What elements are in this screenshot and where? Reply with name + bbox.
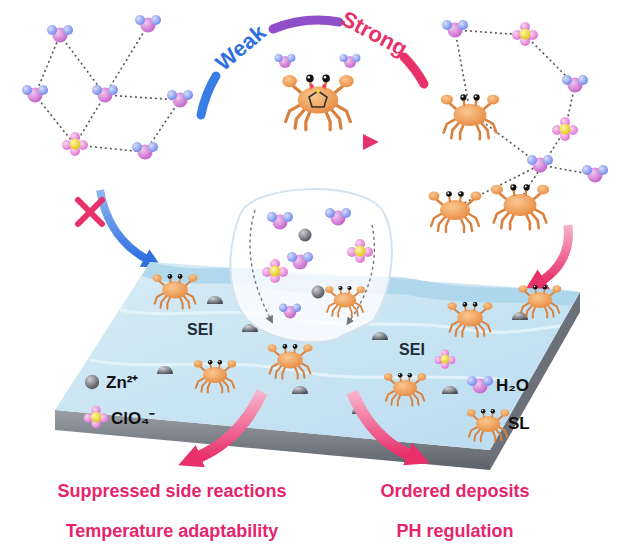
legend-text: ClO₄⁻ bbox=[111, 410, 155, 429]
legend-text: H₂O bbox=[496, 377, 529, 396]
effect-label: Ordered deposits bbox=[380, 482, 529, 502]
effect-label: Suppressed side reactions bbox=[57, 482, 286, 502]
strength-label: Strong bbox=[337, 7, 411, 62]
legend-text: SL bbox=[508, 415, 530, 434]
strength-label: Weak bbox=[211, 20, 270, 75]
effect-label: PH regulation bbox=[396, 522, 513, 542]
layer-label: SEI bbox=[187, 321, 213, 339]
layer-label: SEI bbox=[399, 341, 425, 359]
effect-label: Temperature adaptability bbox=[66, 522, 279, 542]
legend-text: Zn²⁺ bbox=[106, 374, 138, 393]
